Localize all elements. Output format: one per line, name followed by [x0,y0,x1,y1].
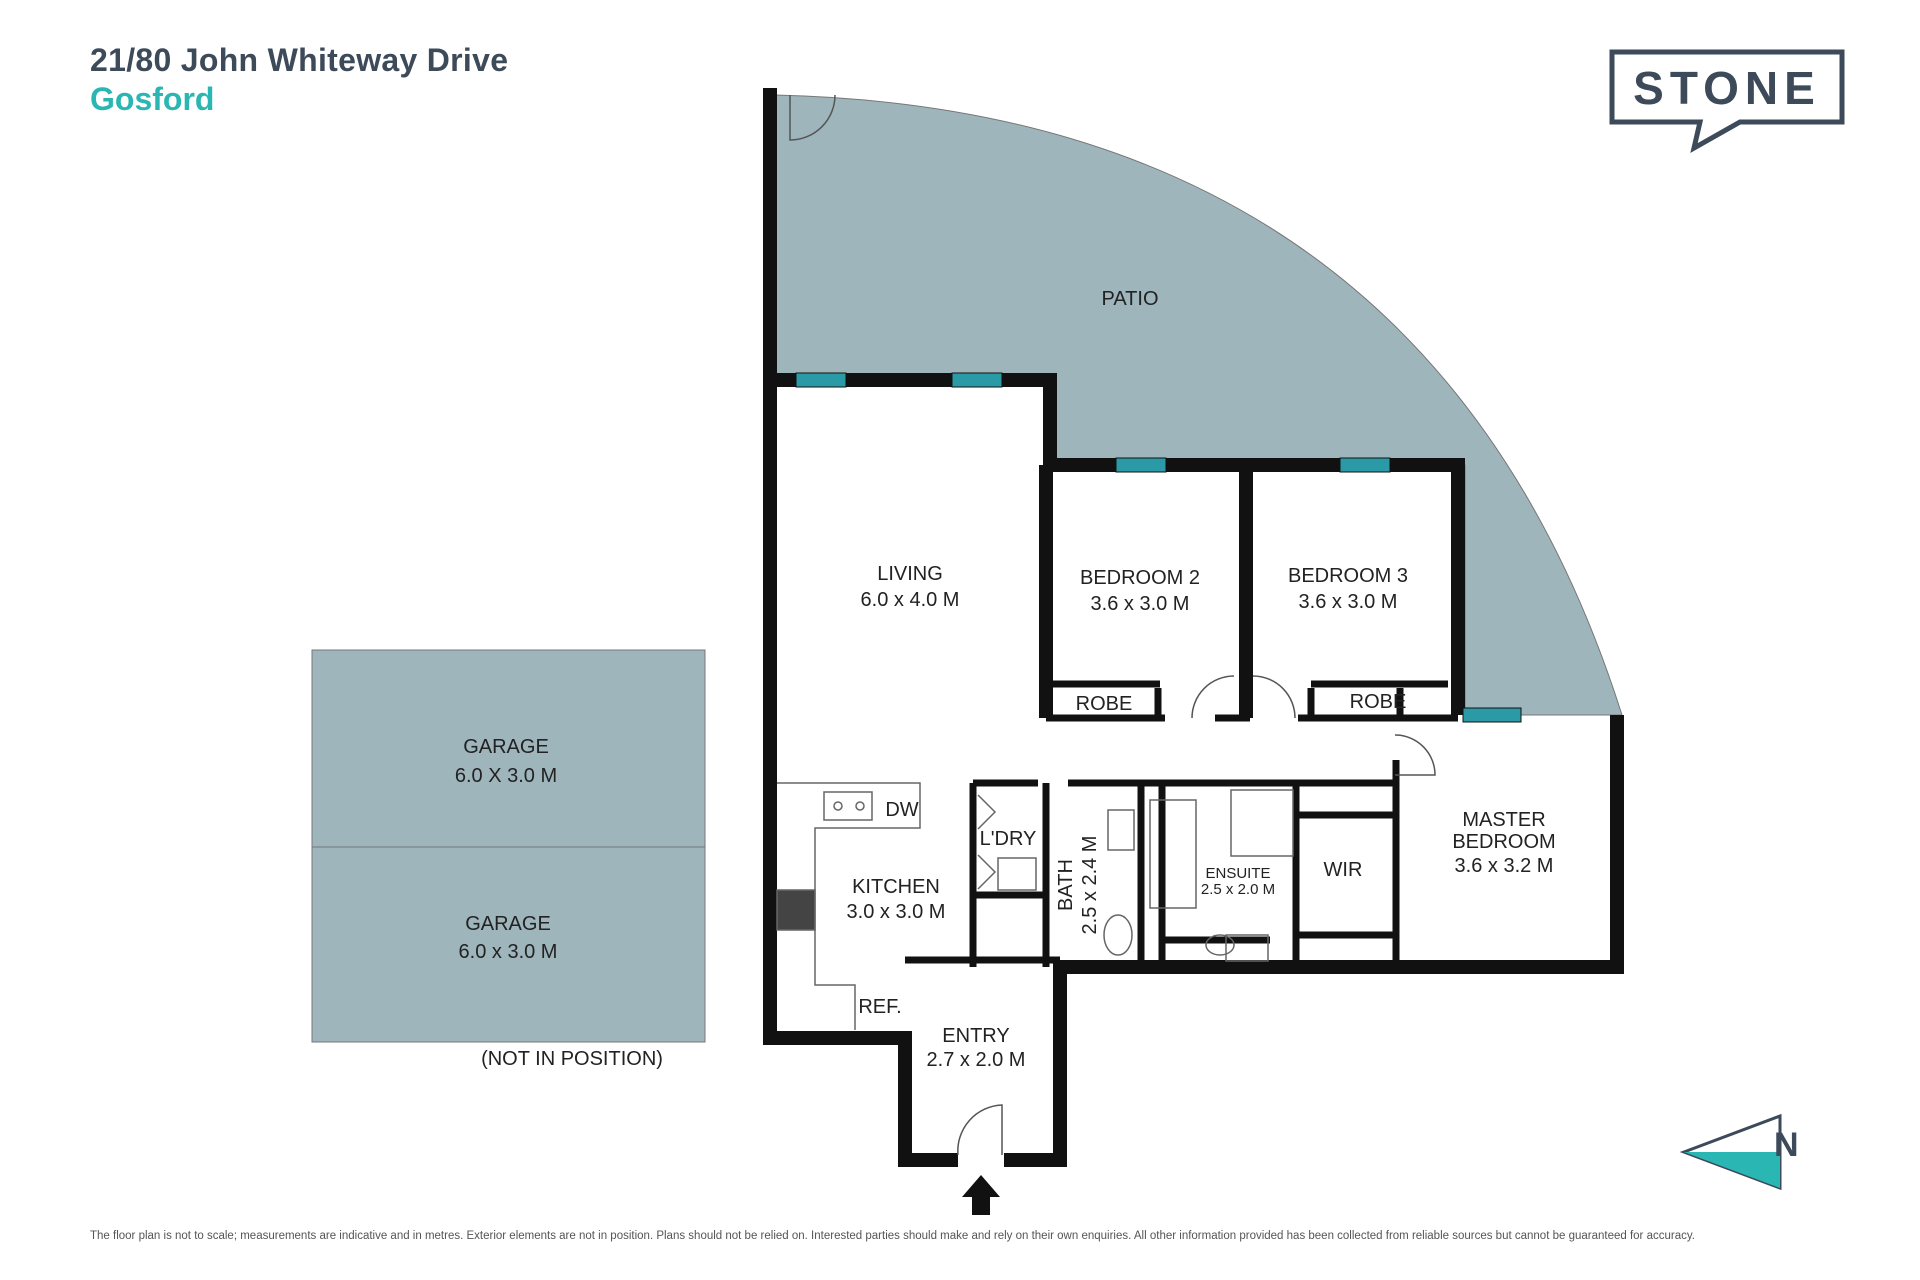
ensuite-label: ENSUITE [1205,865,1270,882]
disclaimer-text: The floor plan is not to scale; measurem… [90,1230,1695,1242]
entry-door [957,1104,1003,1156]
logo-text: STONE [1633,62,1821,114]
listing-header: 21/80 John Whiteway Drive Gosford [90,42,508,118]
bedroom2-door [1191,675,1235,719]
bath-size: 2.5 x 2.4 M [1079,836,1101,935]
master-label-line1: MASTER [1462,809,1545,831]
entry-size: 2.7 x 2.0 M [927,1049,1026,1071]
laundry-label: L'DRY [980,828,1037,850]
ensuite-fixtures [1205,789,1294,962]
garage1-label: GARAGE [463,736,549,758]
bedroom2-label: BEDROOM 2 [1080,567,1200,589]
garage-lower [311,846,706,1043]
garage2-label: GARAGE [465,913,551,935]
bath-label: BATH [1055,859,1077,911]
kitchen-size: 3.0 x 3.0 M [847,901,946,923]
patio-area [774,94,1623,716]
master-label-line2: BEDROOM [1452,831,1555,853]
bedroom3-door [1252,675,1296,719]
garage-note: (NOT IN POSITION) [481,1048,663,1070]
robe-label-a: ROBE [1076,693,1133,715]
bedroom3-size: 3.6 x 3.0 M [1299,591,1398,613]
kitchen-label: KITCHEN [852,876,940,898]
inner-walls [905,680,1458,967]
bedroom2-size: 3.6 x 3.0 M [1091,593,1190,615]
patio-door [789,94,836,141]
windows [795,372,1522,723]
entry-arrow-icon [962,1175,1000,1215]
compass-icon [1680,1113,1782,1190]
living-label: LIVING [877,563,943,585]
wir-label: WIR [1324,859,1363,881]
bedroom3-label: BEDROOM 3 [1288,565,1408,587]
kitchen-bench [776,782,921,1030]
suburb-title: Gosford [90,81,215,117]
dishwasher-label: DW [885,799,918,821]
master-door [1394,734,1436,776]
master-size: 3.6 x 3.2 M [1455,855,1554,877]
living-size: 6.0 x 4.0 M [861,589,960,611]
stone-logo: STONE [1609,49,1845,153]
fridge-label: REF. [858,996,901,1018]
ensuite-size: 2.5 x 2.0 M [1201,881,1275,898]
entry-door-gap [958,1150,1004,1170]
bath-fixtures [1103,799,1197,956]
entry-label: ENTRY [942,1025,1009,1047]
garage2-size: 6.0 x 3.0 M [459,941,558,963]
address-title: 21/80 John Whiteway Drive [90,42,509,78]
garage-upper [311,649,706,848]
garage1-size: 6.0 X 3.0 M [455,765,557,787]
robe-label-b: ROBE [1350,691,1407,713]
compass-north-label: N [1774,1126,1799,1164]
laundry-fixtures [977,794,1037,891]
patio-label: PATIO [1101,288,1158,310]
